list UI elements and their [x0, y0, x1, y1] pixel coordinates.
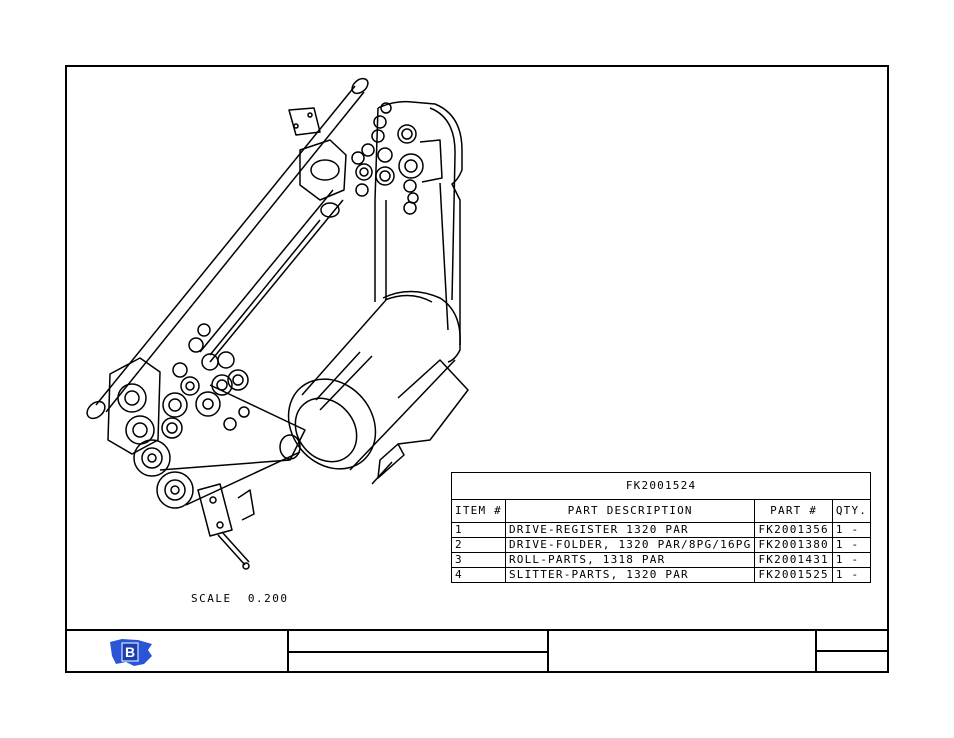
title-block-mid-line-left — [287, 651, 549, 653]
bill-of-materials-table: FK2001524 ITEM # PART DESCRIPTION PART #… — [450, 472, 872, 583]
table-row: 3 ROLL-PARTS, 1318 PAR FK2001431 1 - — [451, 552, 872, 568]
header-item: ITEM # — [451, 499, 506, 523]
drawing-sheet-border — [65, 65, 889, 673]
logo-letter: B — [125, 644, 135, 660]
upper-gear-cluster — [355, 102, 443, 215]
header-part: PART # — [754, 499, 833, 523]
table-row: 2 DRIVE-FOLDER, 1320 PAR/8PG/16PG FK2001… — [451, 537, 872, 553]
row-qty: 1 - — [831, 522, 872, 538]
lower-belt — [159, 384, 306, 506]
row-qty: 1 - — [831, 552, 872, 568]
row-item: 3 — [451, 552, 506, 568]
title-block-top-line — [65, 629, 889, 631]
row-description: DRIVE-REGISTER 1320 PAR — [504, 522, 756, 538]
row-description: DRIVE-FOLDER, 1320 PAR/8PG/16PG — [504, 537, 756, 553]
lower-gear-cluster — [107, 323, 250, 509]
belt-housing — [374, 100, 463, 363]
table-row: 4 SLITTER-PARTS, 1320 PAR FK2001525 1 - — [451, 567, 872, 583]
bom-title: FK2001524 — [450, 472, 872, 500]
lower-shaft — [199, 189, 344, 363]
row-part: FK2001525 — [754, 567, 833, 583]
row-item: 2 — [451, 537, 506, 553]
row-item: 4 — [451, 567, 506, 583]
bearing-block-top — [288, 107, 369, 218]
upper-shaft — [86, 77, 369, 420]
company-logo: B — [110, 639, 152, 666]
row-qty: 1 - — [831, 537, 872, 553]
table-row: 1 DRIVE-REGISTER 1320 PAR FK2001356 1 - — [451, 522, 872, 538]
row-part: FK2001380 — [754, 537, 833, 553]
motor — [287, 290, 469, 485]
row-qty: 1 - — [831, 567, 872, 583]
title-block-mid-line-right — [815, 650, 889, 652]
scale-label: SCALE 0.200 — [191, 592, 289, 605]
header-qty: QTY. — [831, 499, 872, 523]
header-description: PART DESCRIPTION — [504, 499, 756, 523]
row-description: SLITTER-PARTS, 1320 PAR — [504, 567, 756, 583]
row-part: FK2001356 — [754, 522, 833, 538]
row-description: ROLL-PARTS, 1318 PAR — [504, 552, 756, 568]
row-item: 1 — [451, 522, 506, 538]
bracket-rod — [197, 483, 255, 570]
row-part: FK2001431 — [754, 552, 833, 568]
